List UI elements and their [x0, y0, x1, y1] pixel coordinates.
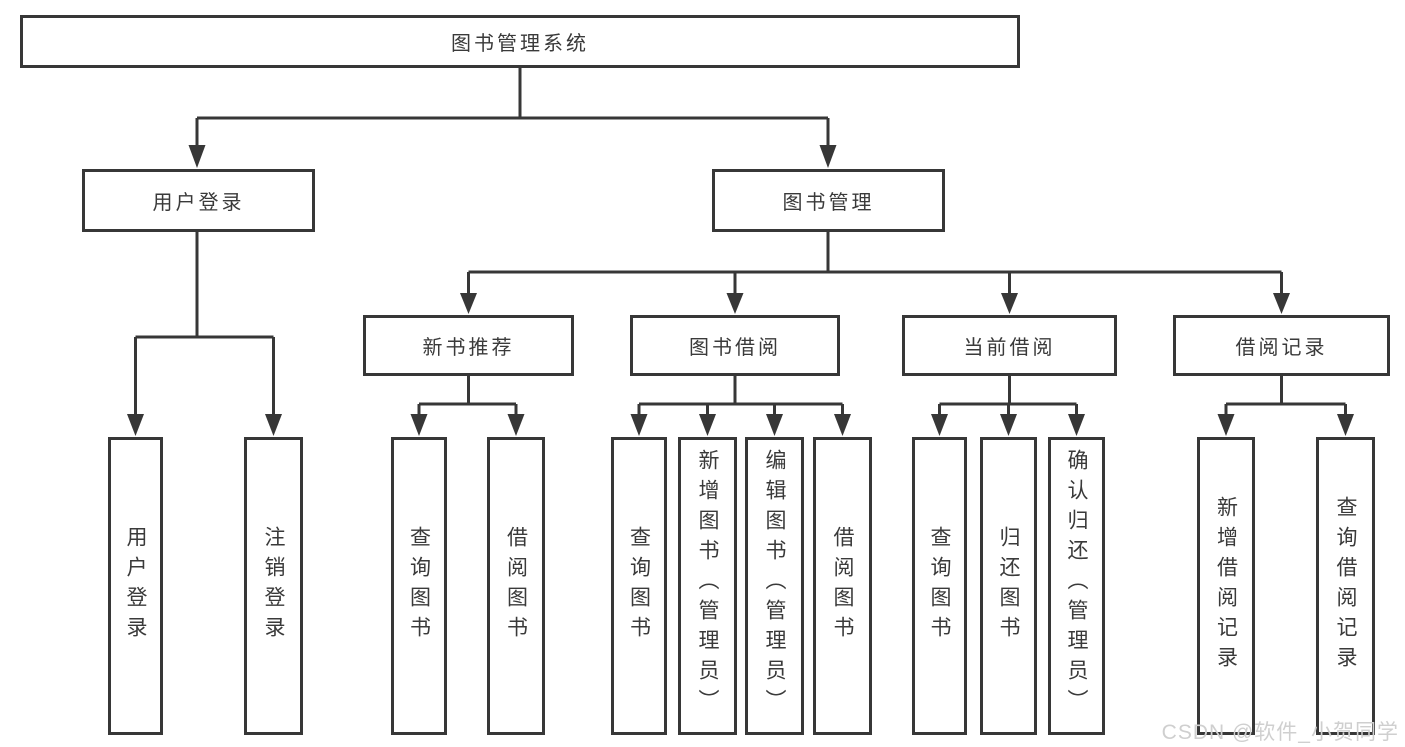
arrowhead-icon — [699, 414, 716, 436]
node-root-label: 图书管理系统 — [451, 33, 589, 55]
arrowhead-icon — [1000, 414, 1017, 436]
node-current-borrow-label: 当前借阅 — [963, 337, 1056, 359]
arrowhead-icon — [1217, 414, 1235, 436]
arrowhead-icon — [1273, 293, 1290, 314]
leaf-query-books-1: 查询图书 — [391, 437, 447, 735]
leaf-confirm-return-admin: 确认归还（管理员） — [1048, 437, 1105, 735]
arrowhead-icon — [726, 293, 744, 314]
leaf-confirm-return-admin-label: 确认归还（管理员） — [1065, 449, 1088, 719]
arrowhead-icon — [766, 414, 783, 436]
leaf-query-borrow-record: 查询借阅记录 — [1316, 437, 1375, 735]
node-new-book-recommend: 新书推荐 — [363, 315, 574, 376]
arrowhead-icon — [1337, 414, 1354, 436]
leaf-query-borrow-record-label: 查询借阅记录 — [1334, 496, 1357, 676]
node-book-borrow-label: 图书借阅 — [689, 337, 781, 359]
arrowhead-icon — [630, 414, 648, 436]
leaf-borrow-books-2-label: 借阅图书 — [831, 526, 854, 646]
arrowhead-icon — [1068, 414, 1085, 436]
node-book-management-label: 图书管理 — [782, 192, 875, 214]
leaf-query-books-2-label: 查询图书 — [627, 526, 651, 646]
leaf-add-borrow-record: 新增借阅记录 — [1197, 437, 1255, 735]
node-borrow-records: 借阅记录 — [1173, 315, 1390, 376]
leaf-query-books-3-label: 查询图书 — [928, 526, 951, 646]
watermark: CSDN @软件_小贺同学 — [1161, 721, 1399, 744]
leaf-add-borrow-record-label: 新增借阅记录 — [1214, 496, 1238, 676]
arrowhead-icon — [265, 414, 282, 436]
leaf-return-book: 归还图书 — [980, 437, 1037, 735]
arrowhead-icon — [834, 414, 851, 436]
leaf-add-book-admin-label: 新增图书（管理员） — [696, 449, 719, 719]
leaf-user-login-label: 用户登录 — [124, 526, 147, 646]
arrowhead-icon — [188, 145, 206, 168]
node-book-borrow: 图书借阅 — [630, 315, 840, 376]
leaf-logout-label: 注销登录 — [262, 526, 285, 646]
node-book-management: 图书管理 — [712, 169, 945, 232]
leaf-query-books-1-label: 查询图书 — [407, 526, 431, 646]
leaf-add-book-admin: 新增图书（管理员） — [678, 437, 737, 735]
leaf-user-login: 用户登录 — [108, 437, 163, 735]
leaf-edit-book-admin-label: 编辑图书（管理员） — [763, 449, 786, 719]
arrowhead-icon — [1001, 293, 1018, 314]
arrowhead-icon — [460, 293, 477, 314]
node-new-book-recommend-label: 新书推荐 — [422, 337, 515, 359]
leaf-return-book-label: 归还图书 — [997, 526, 1020, 646]
leaf-borrow-books-1: 借阅图书 — [487, 437, 545, 735]
leaf-borrow-books-1-label: 借阅图书 — [504, 526, 528, 646]
node-current-borrow: 当前借阅 — [902, 315, 1117, 376]
arrowhead-icon — [410, 414, 428, 436]
leaf-borrow-books-2: 借阅图书 — [813, 437, 872, 735]
leaf-query-books-3: 查询图书 — [912, 437, 967, 735]
arrowhead-icon — [127, 414, 144, 436]
node-user-login-label: 用户登录 — [152, 192, 245, 214]
leaf-logout: 注销登录 — [244, 437, 303, 735]
node-root: 图书管理系统 — [20, 15, 1020, 68]
node-borrow-records-label: 借阅记录 — [1235, 337, 1328, 359]
node-user-login: 用户登录 — [82, 169, 315, 232]
arrowhead-icon — [507, 414, 525, 436]
leaf-edit-book-admin: 编辑图书（管理员） — [745, 437, 804, 735]
arrowhead-icon — [931, 414, 948, 436]
arrowhead-icon — [819, 145, 837, 168]
leaf-query-books-2: 查询图书 — [611, 437, 667, 735]
